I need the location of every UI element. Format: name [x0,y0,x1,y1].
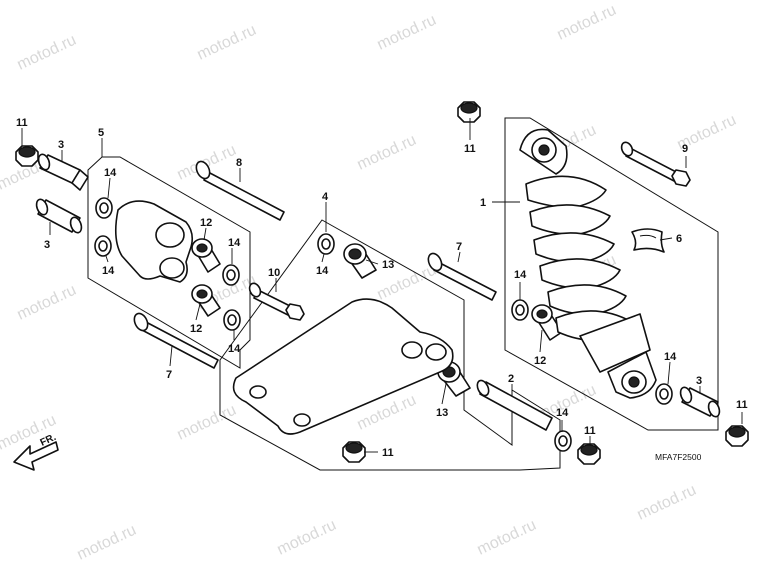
callout-7: 7 [166,369,172,381]
collar [35,198,83,234]
callout-11: 11 [584,425,596,437]
callout-4: 4 [322,191,329,203]
connecting-rod [232,298,454,435]
watermark: motod.ru [275,517,339,559]
callout-labels: 11 3 3 5 14 14 12 14 12 14 8 7 10 4 14 1… [16,117,748,462]
flange-nut [15,145,39,167]
leader-lines [21,118,743,453]
callout-10: 10 [268,267,280,279]
callout-14: 14 [228,237,241,249]
watermark: motod.ru [355,132,419,174]
watermark: motod.ru [15,282,79,324]
collar [679,386,721,418]
callout-12: 12 [534,355,546,367]
callout-14: 14 [514,269,527,281]
watermark: motod.ru [375,12,439,54]
callout-14: 14 [556,407,569,419]
dust-seal [317,233,335,255]
watermark-layer: motod.ru motod.ru motod.ru motod.ru moto… [0,2,739,564]
callout-11: 11 [736,399,748,411]
needle-bearing [343,243,377,279]
flange-nut [725,425,749,447]
flange-nut [457,101,481,123]
watermark: motod.ru [555,2,619,44]
rear-shock-absorber [519,128,657,399]
collar [37,153,89,191]
callout-8: 8 [236,157,242,169]
flange-nut [577,443,601,465]
dust-seal [222,264,240,286]
callout-3: 3 [58,139,64,151]
callout-7: 7 [456,241,462,253]
flange-bolt [248,282,305,321]
callout-11: 11 [16,117,28,129]
callout-12: 12 [200,217,212,229]
dust-seal [511,299,529,321]
watermark: motod.ru [635,482,699,524]
group-outline-1 [504,117,719,431]
callout-14: 14 [228,343,241,355]
long-bolt [133,312,219,369]
cushion-arm [114,200,194,283]
callout-14: 14 [316,265,329,277]
callout-1: 1 [480,197,486,209]
flange-nut [342,441,366,463]
needle-bearing [191,284,221,317]
dust-seal [223,309,241,331]
watermark: motod.ru [475,517,539,559]
callout-13: 13 [382,259,394,271]
group-outline-5 [87,156,251,369]
watermark: motod.ru [175,402,239,444]
callout-3: 3 [44,239,50,251]
long-bolt [427,252,497,301]
callout-14: 14 [664,351,677,363]
watermark: motod.ru [15,32,79,74]
dust-seal [95,197,113,219]
callout-6: 6 [676,233,682,245]
watermark: motod.ru [195,22,259,64]
callout-2: 2 [508,373,514,385]
callout-11: 11 [382,447,394,459]
dust-seal [655,383,673,405]
callout-13: 13 [436,407,448,419]
long-bolt [195,160,285,221]
caution-label [631,228,665,253]
callout-14: 14 [104,167,117,179]
needle-bearing [191,238,221,273]
callout-11: 11 [464,143,476,155]
callout-3: 3 [696,375,702,387]
flange-bolt [620,141,691,187]
dust-seal [554,430,572,452]
watermark: motod.ru [75,522,139,564]
collar [476,379,553,431]
callout-14: 14 [102,265,115,277]
callout-5: 5 [98,127,104,139]
callout-12: 12 [190,323,202,335]
figure-code: MFA7F2500 [655,452,702,462]
dust-seal [94,235,112,257]
front-direction-arrow: FR. [13,432,59,471]
callout-9: 9 [682,143,688,155]
